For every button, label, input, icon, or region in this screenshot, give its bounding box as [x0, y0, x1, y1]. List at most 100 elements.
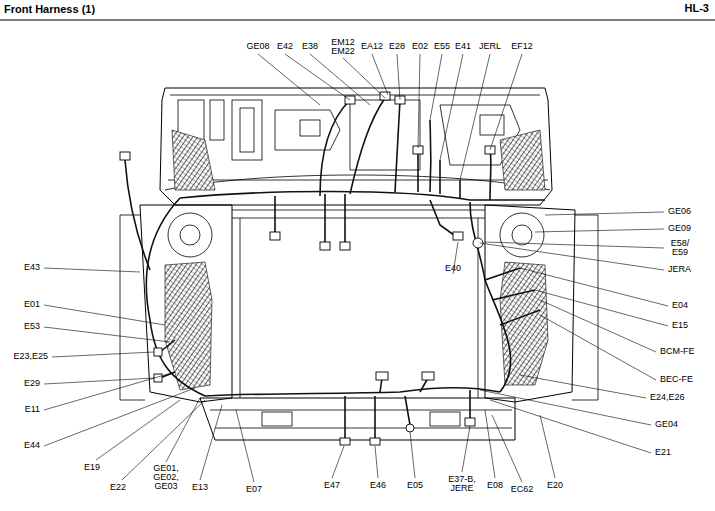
- wiring-harness: [125, 160, 150, 270]
- connector-label: E02: [412, 42, 428, 51]
- connector-label: E43: [24, 263, 40, 272]
- connector-label: GE09: [668, 224, 691, 233]
- body-structure: [120, 88, 598, 440]
- body-structure: [160, 88, 552, 205]
- connector-label: EA12: [361, 42, 383, 51]
- connector-symbol: [380, 92, 390, 100]
- wiring-harness: [275, 194, 458, 242]
- header-rule: [0, 20, 715, 21]
- connector-label: JERA: [668, 265, 691, 274]
- connector-label: E01: [24, 300, 40, 309]
- connector-label: E07: [246, 485, 262, 494]
- body-structure: [240, 218, 478, 398]
- connector-label: E29: [24, 379, 40, 388]
- body-structure: [262, 412, 292, 426]
- leader-line: [44, 54, 668, 482]
- connector-label: E15: [672, 321, 688, 330]
- connector-label: GE04: [655, 420, 678, 429]
- connector-symbol: [270, 232, 280, 240]
- connector-label: BEC-FE: [660, 375, 693, 384]
- connector-label: E44: [24, 441, 40, 450]
- body-structure: [430, 412, 460, 426]
- wiring-harness: [160, 268, 540, 378]
- connector-label: E38: [302, 42, 318, 51]
- body-structure: [350, 100, 420, 170]
- connector-symbol: [465, 418, 475, 426]
- connector-symbol: [406, 424, 414, 432]
- body-structure: [140, 205, 232, 402]
- connector-symbol: [320, 242, 330, 250]
- body-structure: [210, 100, 224, 140]
- connector-label: E13: [192, 483, 208, 492]
- connector-label: EF12: [511, 42, 533, 51]
- body-structure: [512, 225, 532, 245]
- connector-label: E19: [84, 463, 100, 472]
- body-structure: [485, 205, 575, 402]
- connector-label: E58/ E59: [668, 239, 692, 257]
- body-structure: [165, 175, 550, 190]
- header-rule: [0, 20, 715, 21]
- connector-label: E05: [407, 481, 423, 490]
- connector-label: E22: [110, 483, 126, 492]
- wiring-harness: [320, 98, 491, 200]
- wiring-harness: [146, 198, 205, 396]
- connector-label: E37-B, JERE: [445, 475, 479, 493]
- connector-label: E28: [389, 42, 405, 51]
- connector-symbol: [340, 242, 350, 250]
- body-structure: [168, 213, 212, 257]
- connector-label: E20: [547, 481, 563, 490]
- connector-label: JERL: [479, 42, 501, 51]
- connector-label: BCM-FE: [660, 347, 695, 356]
- connector-label: GE06: [668, 207, 691, 216]
- body-structure: [572, 215, 598, 400]
- connector-label: EM12 EM22: [330, 38, 356, 56]
- connector-label: E40: [445, 264, 461, 273]
- body-structure: [300, 120, 320, 136]
- body-structure: [120, 215, 145, 400]
- body-structure: [240, 108, 254, 152]
- body-structure: [180, 225, 200, 245]
- connector-label: E21: [655, 448, 671, 457]
- connector-label: E55: [434, 42, 450, 51]
- connector-symbol: [370, 438, 380, 445]
- body-structure: [500, 213, 544, 257]
- connector-symbol: [120, 92, 495, 445]
- connector-label: E41: [455, 42, 471, 51]
- connector-label: E08: [487, 481, 503, 490]
- connector-label: E46: [370, 481, 386, 490]
- connector-symbol: [340, 438, 350, 445]
- connector-label: E42: [277, 42, 293, 51]
- leader-line: [44, 268, 195, 446]
- leader-line: [258, 54, 522, 180]
- connector-label: E23,E25: [13, 352, 48, 361]
- connector-label: GE01, GE02, GE03: [151, 464, 181, 491]
- connector-label: E53: [24, 322, 40, 331]
- connector-label: E24,E26: [650, 393, 685, 402]
- body-structure: [232, 100, 262, 160]
- wheel-well-hatching: [165, 262, 212, 390]
- wheel-well-hatching: [500, 262, 548, 385]
- connector-symbol: [453, 232, 463, 240]
- connector-label: E47: [324, 481, 340, 490]
- connector-label: GE08: [246, 42, 269, 51]
- connector-label: E04: [672, 301, 688, 310]
- connector-symbol: [376, 372, 388, 380]
- page-title: Front Harness (1): [4, 3, 95, 15]
- connector-label: EC62: [511, 485, 534, 494]
- wiring-harness: [205, 388, 500, 397]
- wheel-well-hatching: [172, 130, 215, 190]
- wiring-harness: [345, 378, 470, 440]
- connector-symbol: [120, 152, 130, 160]
- wiring-harness: [125, 98, 545, 440]
- connector-label: E11: [25, 405, 40, 414]
- wheel-well-hatching: [500, 130, 545, 190]
- page-number: HL-3: [685, 4, 709, 13]
- leader-line: [453, 212, 668, 453]
- body-structure: [200, 398, 515, 440]
- body-structure: [210, 410, 512, 428]
- connector-symbol: [422, 372, 434, 380]
- body-structure: [232, 210, 485, 218]
- connector-symbol: [154, 348, 162, 356]
